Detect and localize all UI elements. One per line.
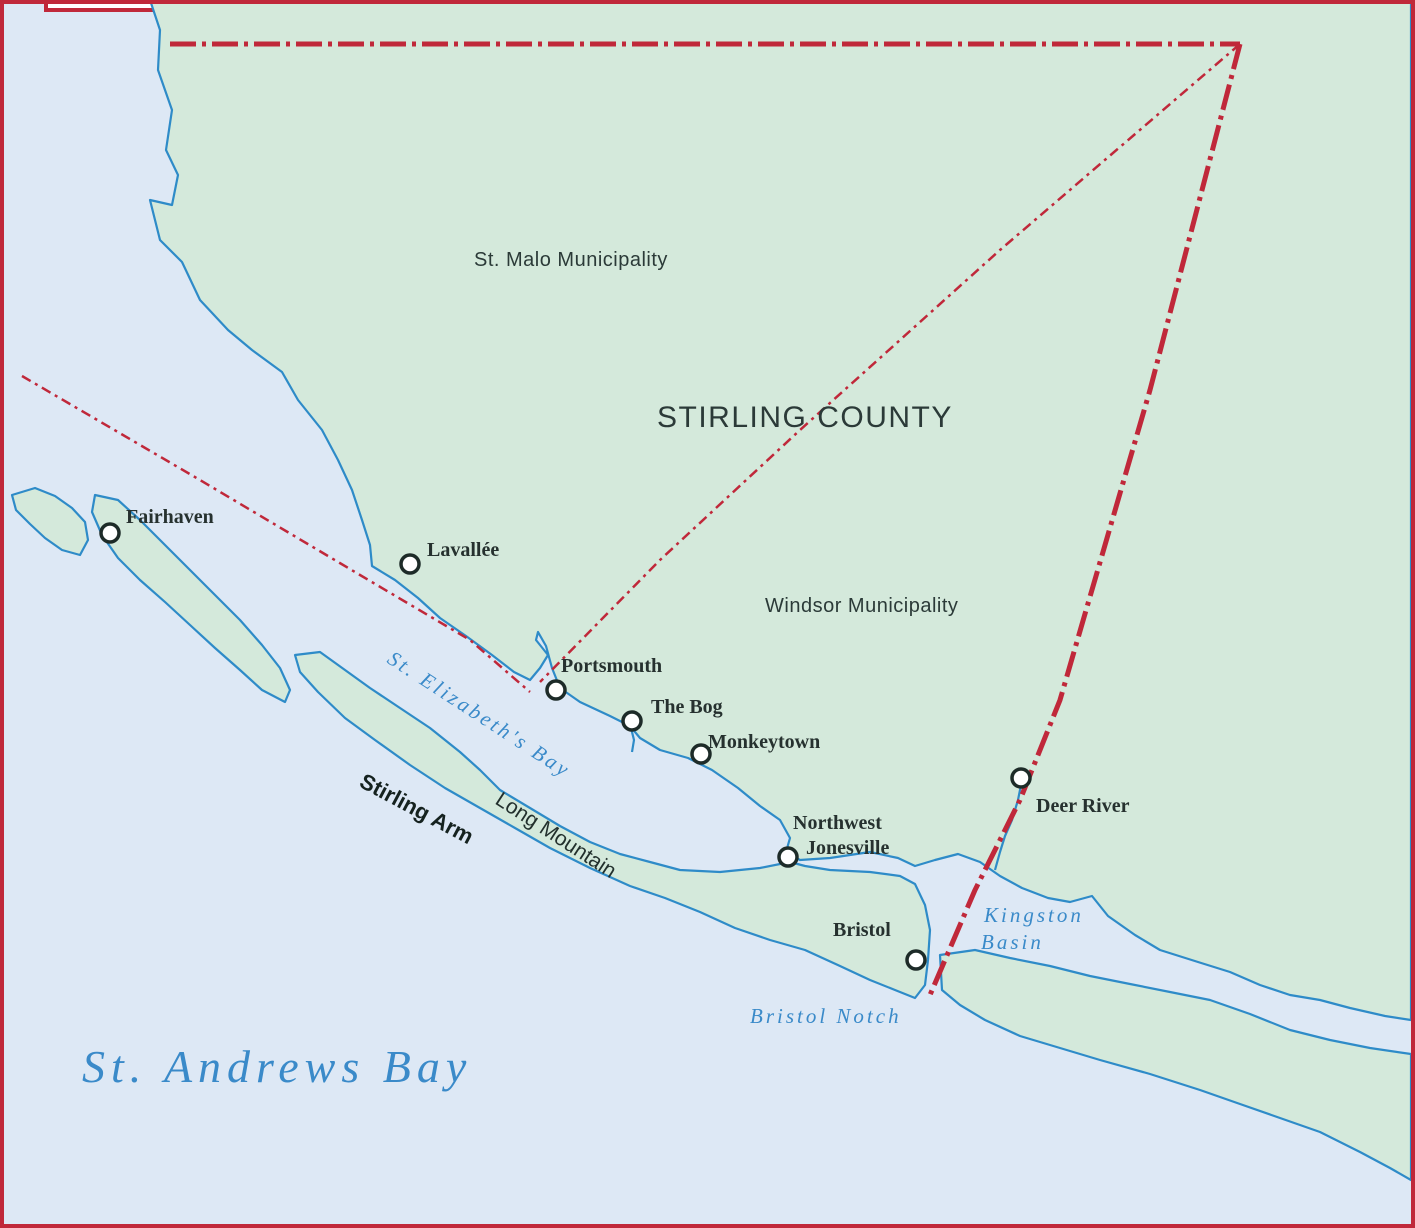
label-deer-river: Deer River: [1036, 795, 1130, 817]
label-st-andrews-bay: St. Andrews Bay: [82, 1041, 472, 1092]
county-boundary-east: [927, 43, 1243, 996]
town-dot-bristol: [905, 949, 927, 971]
town-dot-monkeytown: [690, 743, 712, 765]
fairhaven-island: [90, 493, 292, 704]
town-dot-lavallee: [399, 553, 421, 575]
label-lavallee: Lavallée: [427, 539, 499, 561]
western-boundary: [21, 374, 531, 693]
mainland: [148, 4, 1411, 1022]
label-fairhaven: Fairhaven: [126, 506, 214, 528]
label-windsor-municipality: Windsor Municipality: [765, 595, 958, 617]
municipal-boundary: [539, 43, 1241, 683]
town-dot-the-bog: [621, 710, 643, 732]
label-portsmouth: Portsmouth: [561, 655, 662, 677]
label-monkeytown: Monkeytown: [708, 731, 820, 753]
label-bristol-notch: Bristol Notch: [750, 1004, 902, 1028]
label-stirling-county: STIRLING COUNTY: [657, 401, 953, 434]
label-northwest: Northwest: [793, 812, 882, 834]
town-dot-deer-river: [1010, 767, 1032, 789]
label-long-mountain: Long Mountain: [491, 788, 620, 883]
label-the-bog: The Bog: [651, 696, 723, 718]
label-bristol: Bristol: [833, 919, 891, 941]
label-basin: Basin: [981, 930, 1044, 954]
town-dot-northwest-jonesville: [777, 846, 799, 868]
map-canvas: St. Malo Municipality STIRLING COUNTY Wi…: [10, 4, 1411, 1182]
town-dot-fairhaven: [99, 522, 121, 544]
label-jonesville: Jonesville: [806, 837, 889, 859]
label-st-malo-municipality: St. Malo Municipality: [474, 249, 668, 271]
town-dot-portsmouth: [545, 679, 567, 701]
label-kingston: Kingston: [983, 903, 1084, 927]
long-mountain-peninsula: [293, 650, 932, 1000]
western-islet: [10, 486, 90, 557]
southern-shore: [938, 948, 1411, 1182]
